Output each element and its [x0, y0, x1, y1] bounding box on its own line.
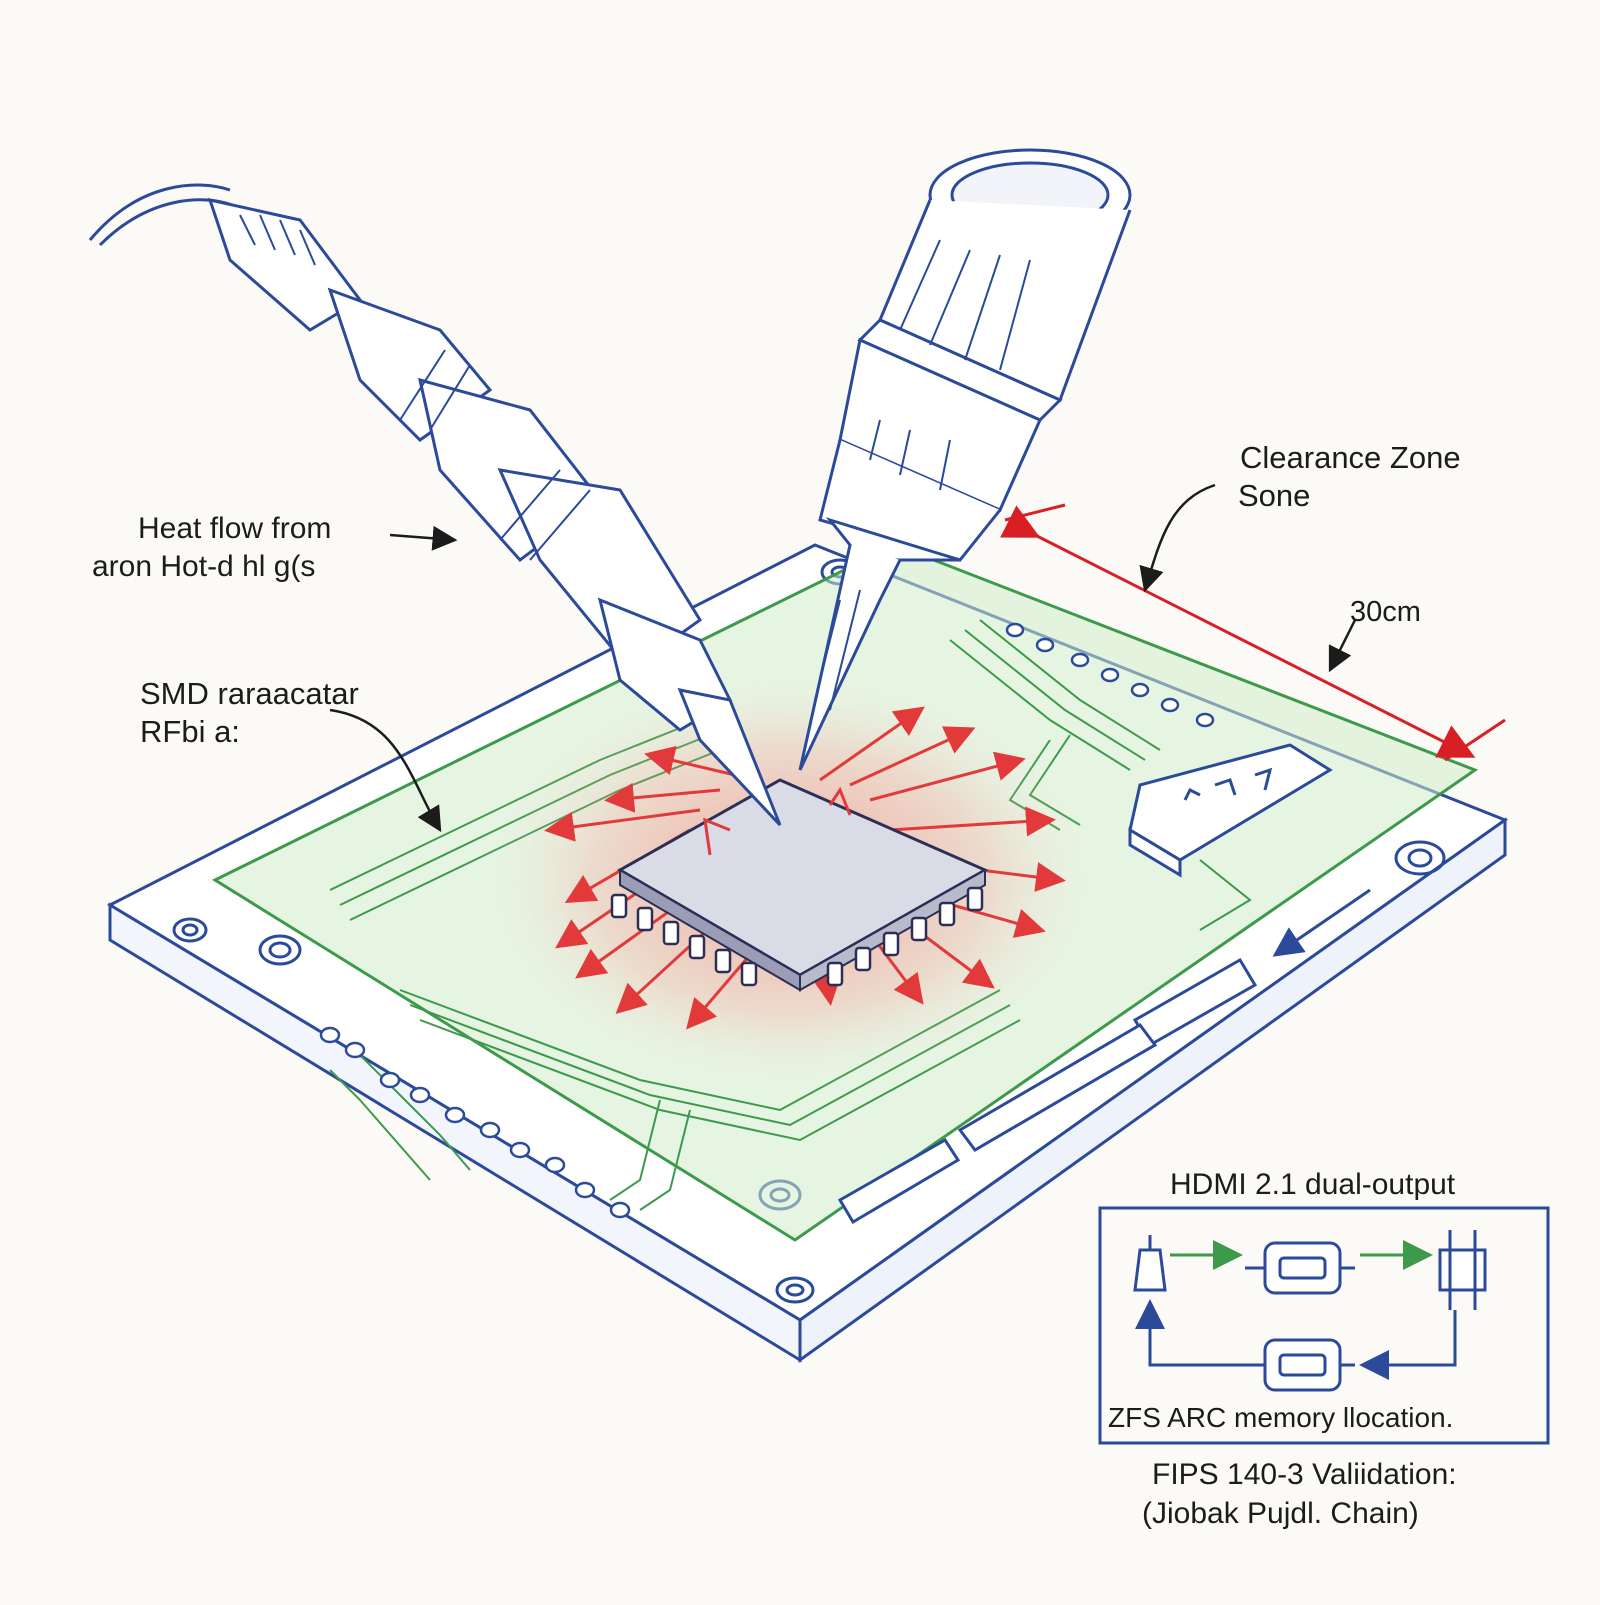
hot-air-nozzle-icon [798, 148, 1132, 771]
fips-label-line1: FIPS 140-3 Valiidation: [1152, 1458, 1457, 1491]
dimension-line [1000, 503, 1506, 762]
hdmi-output-icon [1438, 1230, 1487, 1310]
edge-connectors [837, 743, 1333, 1225]
smd-label-line1: SMD raraacatar [140, 676, 359, 711]
fips-label-line2: (Jiobak Pujdl. Chain) [1142, 1497, 1419, 1530]
soldering-iron-icon [88, 183, 782, 827]
heat-flow-label-line2: aron Hot-d hl g(s [92, 550, 316, 583]
hdmi-splitter-bottom [1245, 1338, 1355, 1392]
hdmi-box [1098, 1206, 1550, 1445]
smd-label-line2: RFbi a: [140, 714, 240, 749]
dimension-label: 30cm [1350, 596, 1421, 628]
connector-text-marks [1183, 767, 1273, 801]
board-blue-arrow [1272, 888, 1371, 957]
hdmi-title: HDMI 2.1 dual-output [1170, 1168, 1456, 1201]
leader-arrows [329, 483, 1357, 833]
hdmi-splitter-top [1245, 1241, 1355, 1295]
hdmi-source-icon [1133, 1235, 1167, 1292]
clearance-zone-label-line2: Sone [1238, 478, 1311, 513]
zfs-caption: ZFS ARC memory llocation. [1108, 1402, 1454, 1433]
hdmi-block-diagram [1098, 1206, 1550, 1445]
qfp-chip-icon [610, 778, 989, 992]
heat-flow-label-line1: Heat flow from [138, 512, 332, 545]
clearance-zone-label-line1: Clearance Zone [1240, 440, 1461, 475]
